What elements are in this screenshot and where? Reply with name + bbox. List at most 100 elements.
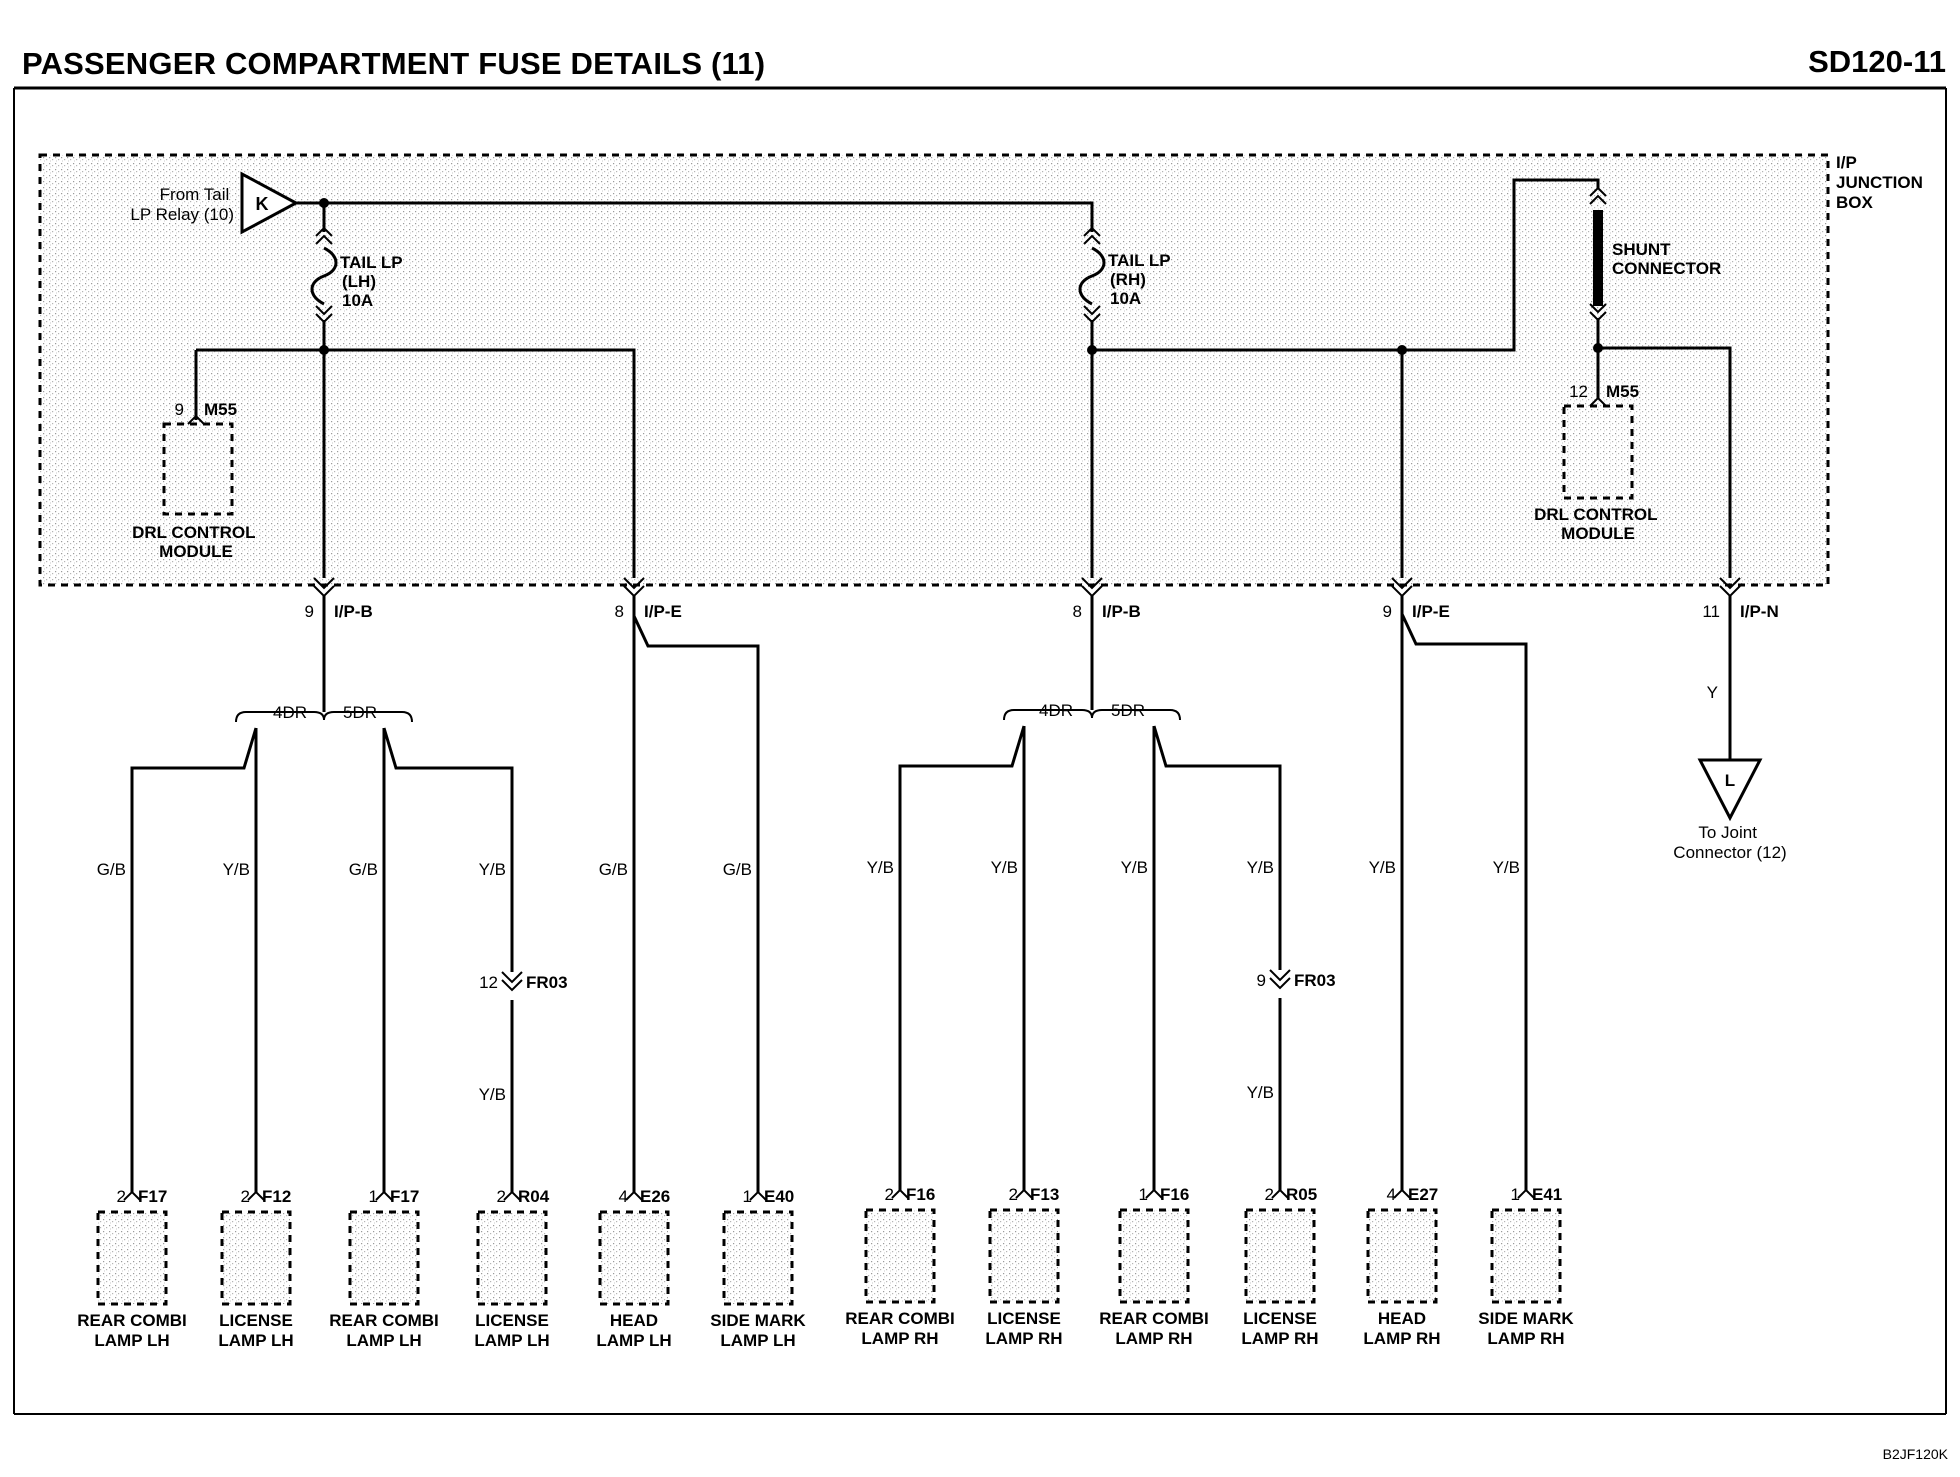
- svg-text:9: 9: [175, 400, 184, 419]
- svg-text:I/P-N: I/P-N: [1740, 602, 1779, 621]
- load-pin: 1: [1511, 1185, 1520, 1204]
- wire-color-label: Y/B: [1247, 1083, 1274, 1102]
- load-pin: 2: [1009, 1185, 1018, 1204]
- load-connector: E41: [1532, 1185, 1562, 1204]
- svg-text:9: 9: [1383, 602, 1392, 621]
- load-connector: E27: [1408, 1185, 1438, 1204]
- load-connector: R05: [1286, 1185, 1317, 1204]
- wire-color-label: G/B: [723, 860, 752, 879]
- wire-color-label: G/B: [349, 860, 378, 879]
- joint-label: To Joint Connector (12): [1673, 823, 1786, 862]
- joint-connector: L Y To Joint Connector (12): [1673, 596, 1787, 862]
- load-pin: 1: [743, 1187, 752, 1206]
- load-connector: E26: [640, 1187, 670, 1206]
- wire-color-label: G/B: [97, 860, 126, 879]
- drl-control-module-right: 12 M55 DRL CONTROL MODULE: [1534, 382, 1662, 543]
- svg-text:8: 8: [615, 602, 624, 621]
- door-option-4dr-right: 4DR: [1039, 701, 1073, 720]
- wire-color-label: Y/B: [867, 858, 894, 877]
- fuse-tail-lp-lh: TAIL LP (LH) 10A: [310, 226, 407, 324]
- svg-text:I/P-E: I/P-E: [1412, 602, 1450, 621]
- load-pin: 2: [885, 1185, 894, 1204]
- joint-symbol: L: [1725, 771, 1735, 790]
- wire-color-label: Y/B: [223, 860, 250, 879]
- fuse-rh-label: TAIL LP (RH) 10A: [1108, 251, 1175, 308]
- svg-text:DRL CONTROL MODULE: DRL CONTROL MODULE: [1534, 505, 1662, 543]
- load-pin: 1: [1139, 1185, 1148, 1204]
- shunt-connector: SHUNT CONNECTOR: [1589, 186, 1721, 322]
- svg-text:12: 12: [479, 973, 498, 992]
- wire-color-label: G/B: [599, 860, 628, 879]
- wire-color-label: Y/B: [1369, 858, 1396, 877]
- bus-wires: [194, 178, 1732, 578]
- fuse-lh-label: TAIL LP (LH) 10A: [340, 253, 407, 310]
- svg-text:I/P-B: I/P-B: [1102, 602, 1141, 621]
- shunt-label: SHUNT CONNECTOR: [1612, 240, 1721, 278]
- source-symbol: K: [256, 194, 269, 214]
- load-connector: F16: [906, 1185, 935, 1204]
- load-pin: 4: [1387, 1185, 1396, 1204]
- load-connector: F17: [138, 1187, 167, 1206]
- svg-text:9: 9: [305, 602, 314, 621]
- load-pin: 2: [497, 1187, 506, 1206]
- load-pin: 4: [619, 1187, 628, 1206]
- load-connector: F13: [1030, 1185, 1059, 1204]
- svg-text:M55: M55: [204, 400, 237, 419]
- wire-color-label: Y/B: [991, 858, 1018, 877]
- svg-text:M55: M55: [1606, 382, 1639, 401]
- svg-text:FR03: FR03: [1294, 971, 1336, 990]
- fuse-tail-lp-rh: TAIL LP (RH) 10A: [1078, 226, 1175, 324]
- load-connector: F16: [1160, 1185, 1189, 1204]
- svg-text:FR03: FR03: [526, 973, 568, 992]
- footer-code: B2JF120K: [1882, 1446, 1948, 1462]
- door-option-5dr-right: 5DR: [1111, 701, 1145, 720]
- load-pin: 2: [117, 1187, 126, 1206]
- wire-color-label: Y/B: [1247, 858, 1274, 877]
- wire-color-label: Y/B: [1493, 858, 1520, 877]
- wires-right-group: 4DR 5DR 9 FR03: [898, 596, 1528, 1190]
- load-connector: R04: [518, 1187, 550, 1206]
- svg-text:DRL CONTROL MODULE: DRL CONTROL MODULE: [132, 523, 260, 561]
- junction-box-label: I/P JUNCTION BOX: [1836, 153, 1928, 212]
- load-connector: F12: [262, 1187, 291, 1206]
- svg-text:12: 12: [1569, 382, 1588, 401]
- svg-text:9: 9: [1257, 971, 1266, 990]
- svg-text:I/P-B: I/P-B: [334, 602, 373, 621]
- load-connector: E40: [764, 1187, 794, 1206]
- joint-wire-color: Y: [1707, 683, 1718, 702]
- load-pin: 1: [369, 1187, 378, 1206]
- page-frame: [13, 86, 1947, 1415]
- svg-text:8: 8: [1073, 602, 1082, 621]
- load-pin: 2: [1265, 1185, 1274, 1204]
- wires-left-group: 4DR 5DR 12 FR03: [130, 596, 760, 1192]
- ip-junction-box: I/P JUNCTION BOX: [38, 153, 1928, 587]
- load-pin: 2: [241, 1187, 250, 1206]
- svg-text:I/P-E: I/P-E: [644, 602, 682, 621]
- box-connector-ip-n: 11 I/P-N: [1702, 577, 1779, 621]
